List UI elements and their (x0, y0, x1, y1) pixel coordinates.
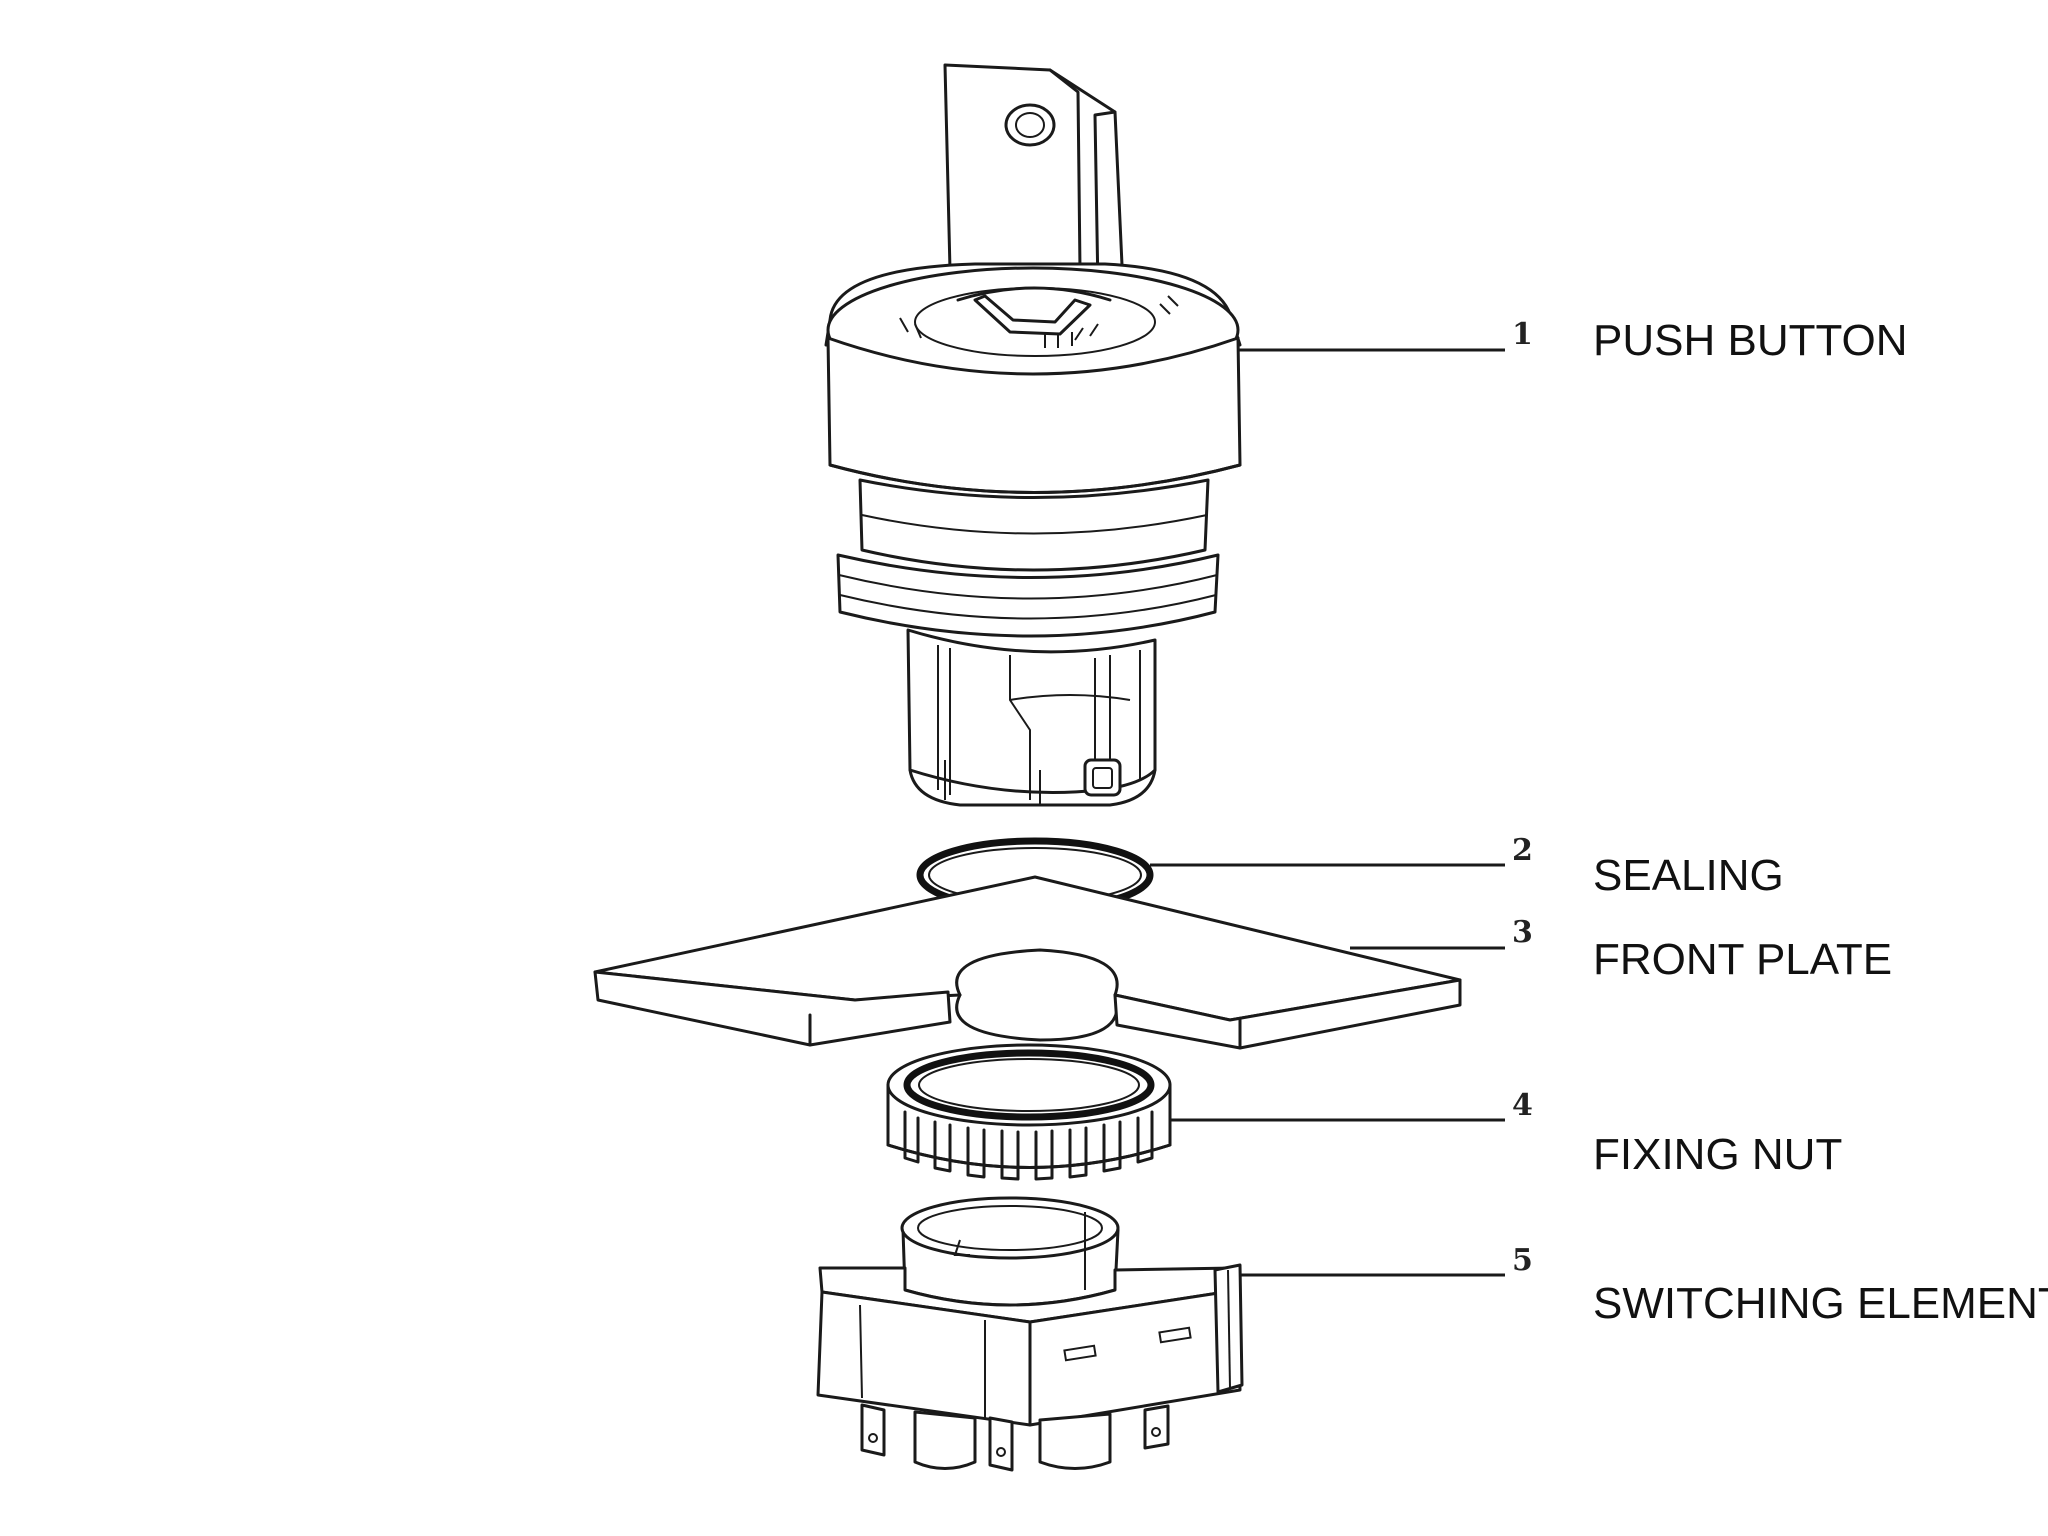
callout-5: 5 (1240, 1243, 1533, 1278)
front-plate-drawing (593, 875, 1462, 1050)
part-label-fixing-nut: FIXING NUT (1593, 1130, 1843, 1179)
callout-number-1: 1 (1512, 317, 1533, 352)
switching-element-drawing (816, 1196, 1244, 1472)
callout-4: 4 (1170, 1088, 1533, 1123)
callout-1: 1 (1238, 317, 1533, 352)
callout-number-3: 3 (1512, 915, 1533, 950)
push-button-drawing (824, 63, 1242, 807)
fixing-nut-drawing (886, 1043, 1172, 1181)
callout-3: 3 (1350, 915, 1533, 950)
part-label-push-button: PUSH BUTTON (1593, 316, 1908, 365)
callout-2: 2 (1150, 833, 1533, 868)
callout-number-2: 2 (1512, 833, 1533, 868)
callout-number-4: 4 (1512, 1088, 1533, 1123)
part-label-sealing: SEALING (1593, 851, 1784, 900)
part-label-front-plate: FRONT PLATE (1593, 935, 1893, 984)
part-label-switching-element: SWITCHING ELEMENT (1593, 1279, 2048, 1328)
callout-number-5: 5 (1512, 1243, 1533, 1278)
